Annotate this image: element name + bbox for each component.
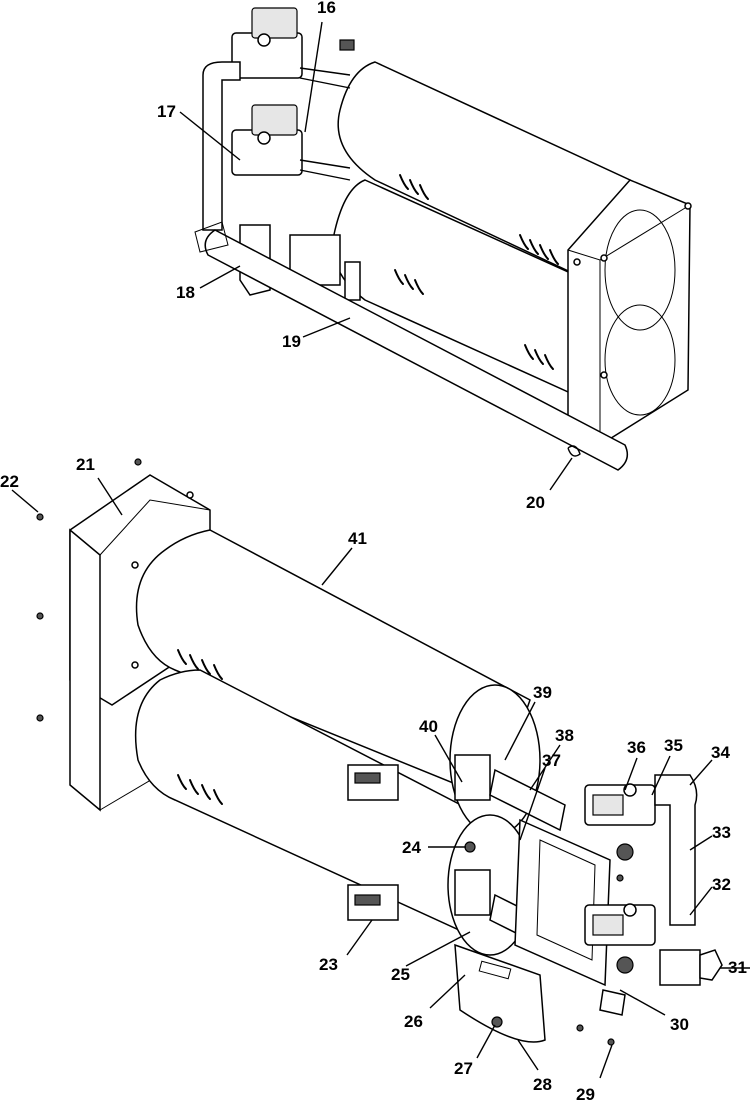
- screw-29-upper: [576, 1024, 584, 1032]
- screw-small: [616, 874, 624, 882]
- screw-29-lower: [607, 1038, 615, 1046]
- callout-37: 37: [542, 751, 561, 770]
- upper-gas-valve-top: [231, 7, 351, 89]
- lower-gas-valve-top: [584, 783, 656, 861]
- callout-24: 24: [402, 838, 421, 857]
- callout-35: 35: [664, 736, 683, 755]
- lower-gas-valve-bottom: [584, 903, 656, 974]
- callout-40: 40: [419, 717, 438, 736]
- callout-18: 18: [176, 283, 195, 302]
- igniter-upper: [347, 764, 399, 801]
- orifice-holder-lower: [454, 869, 491, 916]
- callout-30: 30: [670, 1015, 689, 1034]
- callout-27: 27: [454, 1059, 473, 1078]
- callout-34: 34: [711, 743, 730, 762]
- manifold-box: [289, 234, 341, 286]
- flame-sensor: [464, 841, 476, 853]
- shutoff-valve: [659, 949, 701, 986]
- callout-16: 16: [317, 0, 336, 17]
- valve-mounting-plate: [514, 818, 611, 987]
- callout-17: 17: [157, 102, 176, 121]
- callout-38: 38: [555, 726, 574, 745]
- upper-heat-exchanger-tube: [337, 61, 631, 302]
- callout-22: 22: [0, 472, 19, 491]
- callout-26: 26: [404, 1012, 423, 1031]
- igniter-lower: [347, 884, 399, 921]
- lower-heat-exchanger-upper-tube: [135, 529, 531, 801]
- gas-manifold-pipe: [204, 229, 629, 471]
- callout-32: 32: [712, 875, 731, 894]
- lower-heat-exchanger-lower-tube: [134, 669, 491, 937]
- callout-23: 23: [319, 955, 338, 974]
- callout-21: 21: [76, 455, 95, 474]
- leader-lines: [11, 21, 750, 1079]
- callout-41: 41: [348, 529, 367, 548]
- valve-bracket: [599, 989, 626, 1016]
- wire-connector: [339, 39, 355, 51]
- callout-29: 29: [576, 1085, 595, 1104]
- tube-vent-slots: [394, 174, 559, 370]
- mounting-screws: [36, 458, 142, 722]
- upper-burner-assembly: [194, 7, 692, 471]
- burner-tube-upper: [489, 768, 566, 832]
- callout-36: 36: [627, 738, 646, 757]
- bottom-bracket: [454, 943, 546, 1043]
- callout-19: 19: [282, 332, 301, 351]
- callout-28: 28: [533, 1075, 552, 1094]
- orifice-holder-upper: [454, 754, 491, 801]
- pipe-clip: [567, 445, 581, 457]
- callout-20: 20: [526, 493, 545, 512]
- callout-31: 31: [728, 958, 747, 977]
- bracket-screw: [491, 1016, 503, 1028]
- callout-39: 39: [533, 683, 552, 702]
- callout-25: 25: [391, 965, 410, 984]
- callout-33: 33: [712, 823, 731, 842]
- lower-burner-assembly: [36, 458, 723, 1046]
- lower-riser-pipe: [654, 774, 698, 926]
- upper-gas-valve-bottom: [231, 104, 351, 181]
